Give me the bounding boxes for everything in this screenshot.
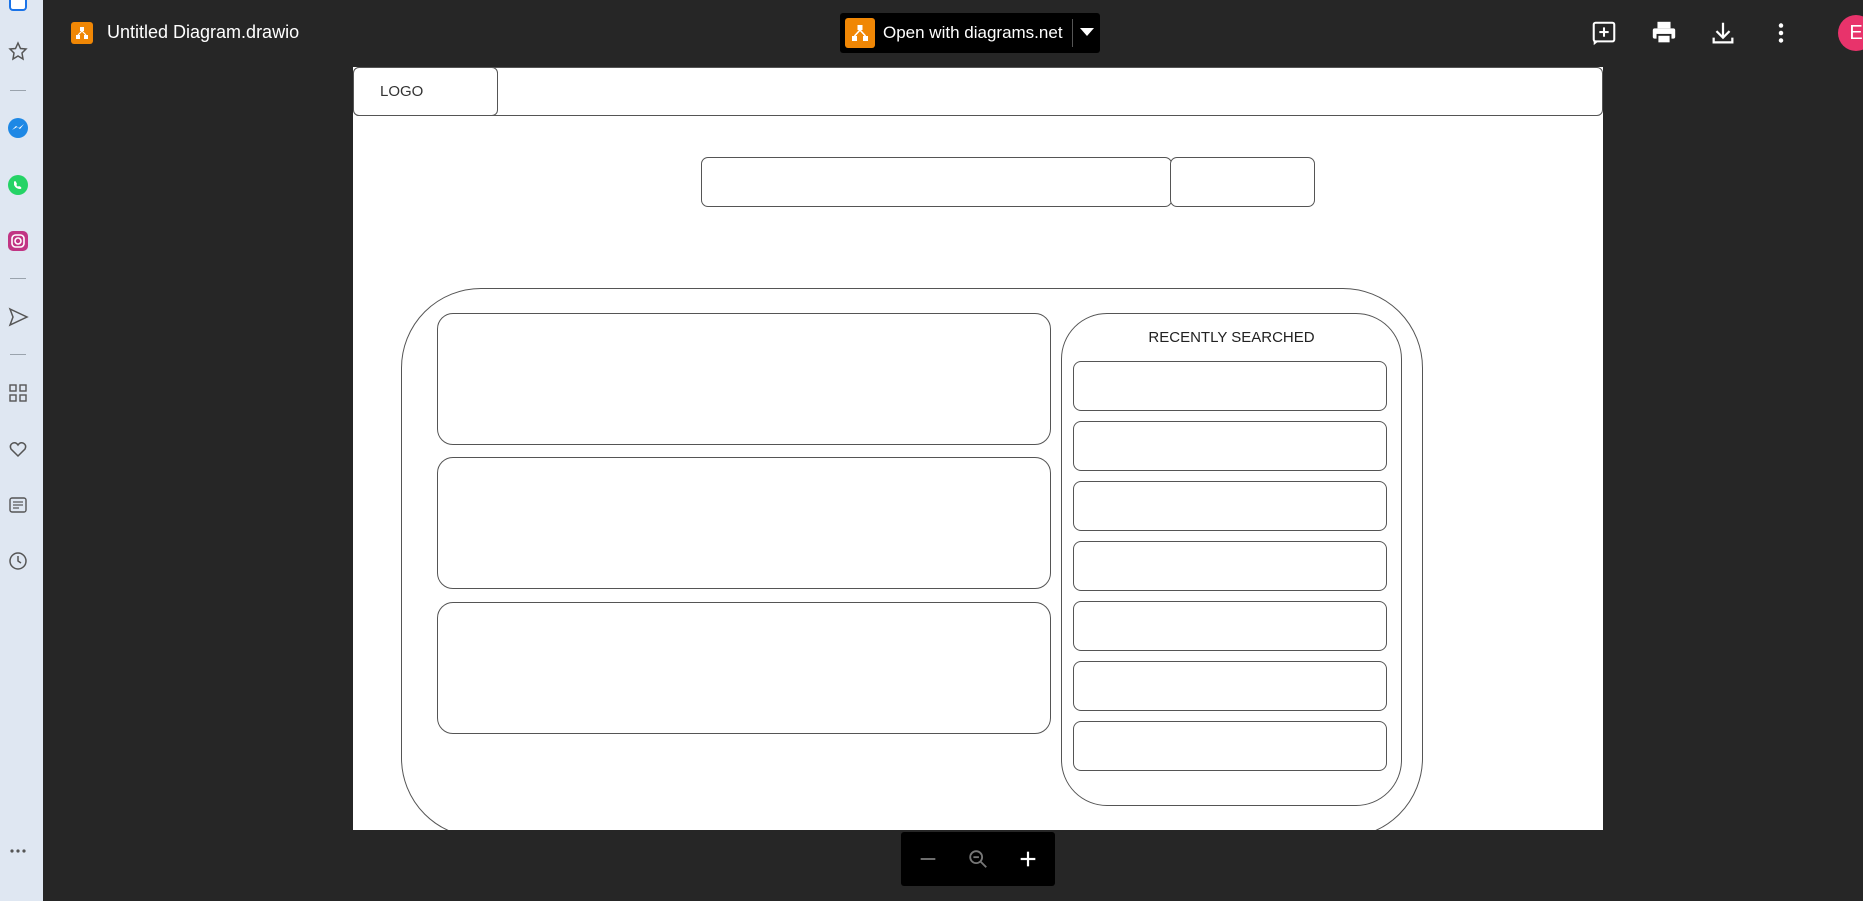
wireframe-content-card [437,313,1051,445]
drawio-file-icon [71,22,93,44]
sidebar-divider [10,278,26,279]
wireframe-content-card [437,457,1051,589]
file-title: Untitled Diagram.drawio [107,22,300,42]
wireframe-recent-item [1073,721,1387,771]
wireframe-recent-item [1073,481,1387,531]
wireframe-search-input [701,157,1172,207]
zoom-reset-icon[interactable] [963,844,993,874]
wireframe-logo: LOGO [353,67,498,116]
open-with-label: Open with diagrams.net [883,23,1063,42]
send-icon[interactable] [5,304,31,330]
whatsapp-icon[interactable] [5,172,31,198]
wireframe-recent-item [1073,601,1387,651]
messenger-icon[interactable] [5,115,31,141]
download-icon[interactable] [1708,18,1738,48]
wireframe-search-button [1170,157,1315,207]
heart-icon[interactable] [5,436,31,462]
recently-searched-heading: RECENTLY SEARCHED [1148,329,1315,346]
wireframe-content-card [437,602,1051,734]
zoom-controls [901,832,1055,886]
browser-sidebar [0,0,43,901]
viewer-toolbar: Untitled Diagram.drawio Open with diagra… [43,0,1863,64]
diagrams-net-icon [845,18,875,48]
open-with-button[interactable]: Open with diagrams.net [840,13,1100,53]
star-icon[interactable] [5,38,31,64]
more-options-icon[interactable] [1766,18,1796,48]
print-icon[interactable] [1649,18,1679,48]
sidebar-divider [10,90,26,91]
more-icon[interactable] [5,838,31,864]
sidebar-divider [10,354,26,355]
instagram-icon[interactable] [5,228,31,254]
button-divider [1072,19,1073,47]
news-icon[interactable] [5,492,31,518]
avatar[interactable]: E [1838,15,1863,51]
app-icon[interactable] [5,0,31,16]
chevron-down-icon[interactable] [1080,28,1094,36]
wireframe-recent-item [1073,361,1387,411]
wireframe-recent-item [1073,541,1387,591]
wireframe-recent-item [1073,421,1387,471]
add-comment-icon[interactable] [1589,18,1619,48]
wireframe-recent-item [1073,661,1387,711]
history-icon[interactable] [5,548,31,574]
apps-icon[interactable] [5,380,31,406]
zoom-out-icon[interactable] [913,844,943,874]
diagram-canvas: LOGO RECENTLY SEARCHED [353,67,1603,830]
zoom-in-icon[interactable] [1013,844,1043,874]
wireframe-header [353,67,1603,116]
